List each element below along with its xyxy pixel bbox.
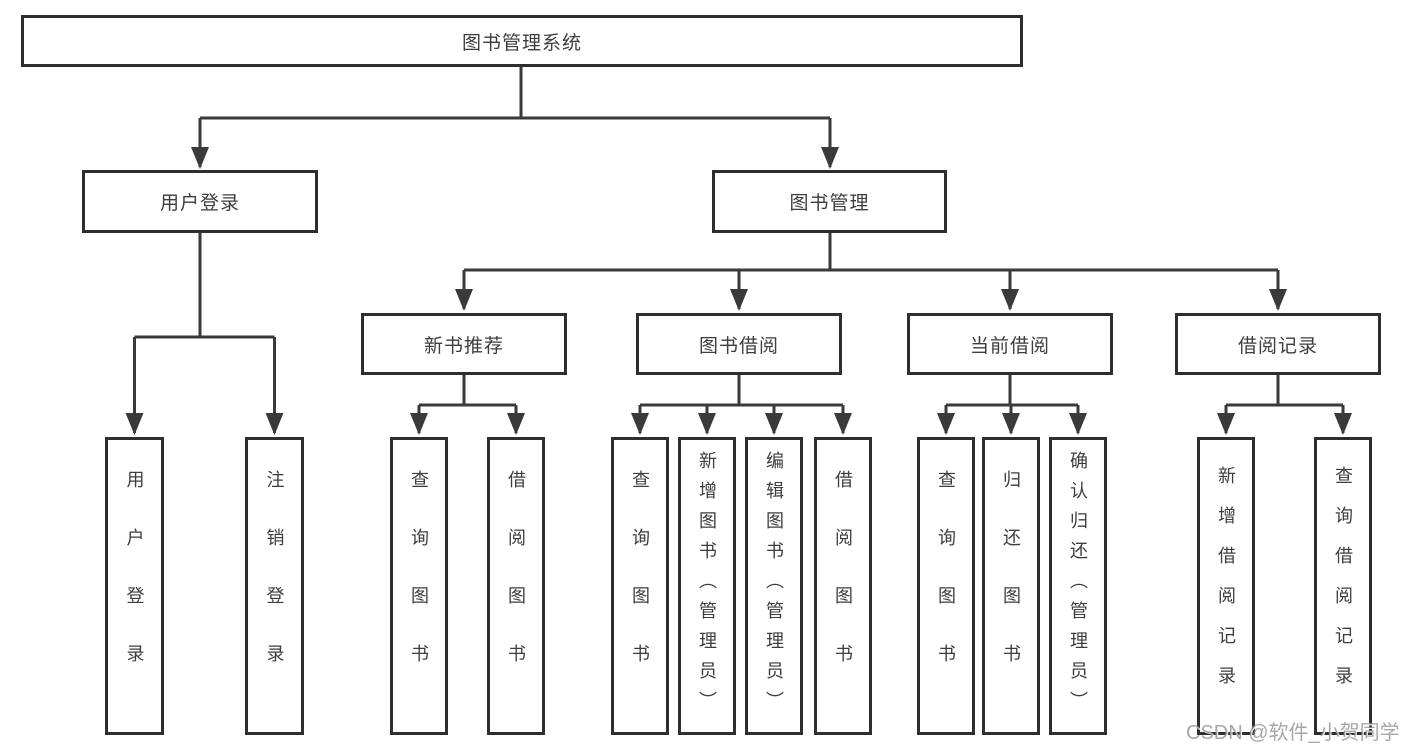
leaf-add-borrow-record: 新增借阅记录 <box>1197 437 1255 735</box>
leaf-confirm-return-admin-label: 确认归还（管理员） <box>1068 451 1088 721</box>
connector-root-split <box>200 67 830 120</box>
leaf-query-books-3-label: 查询图书 <box>936 470 956 702</box>
leaf-logout: 注销登录 <box>245 437 304 735</box>
node-root-label: 图书管理系统 <box>461 32 582 54</box>
leaf-query-books-3: 查询图书 <box>917 437 975 735</box>
leaf-user-login-label: 用户登录 <box>124 470 145 702</box>
connector-book-borrowing-split <box>640 375 843 407</box>
node-user-login-label: 用户登录 <box>159 193 240 214</box>
connector-book-management-split <box>464 233 1278 272</box>
leaf-query-books-2: 查询图书 <box>611 437 669 735</box>
node-book-borrowing-label: 图书借阅 <box>698 335 779 357</box>
leaf-query-borrow-record: 查询借阅记录 <box>1314 437 1372 735</box>
leaf-add-book-admin: 新增图书（管理员） <box>678 437 736 735</box>
leaf-query-books-1: 查询图书 <box>390 437 448 735</box>
node-new-book-recommend-label: 新书推荐 <box>423 335 504 357</box>
node-book-borrowing: 图书借阅 <box>636 313 842 375</box>
node-user-login: 用户登录 <box>82 170 318 233</box>
leaf-confirm-return-admin: 确认归还（管理员） <box>1049 437 1107 735</box>
node-current-borrowing-label: 当前借阅 <box>969 335 1050 357</box>
node-borrow-records: 借阅记录 <box>1175 313 1381 375</box>
leaf-add-borrow-record-label: 新增借阅记录 <box>1216 466 1236 706</box>
node-book-management-label: 图书管理 <box>789 193 870 214</box>
leaf-user-login: 用户登录 <box>105 437 164 735</box>
node-current-borrowing: 当前借阅 <box>907 313 1113 375</box>
leaf-add-book-admin-label: 新增图书（管理员） <box>697 451 717 721</box>
connector-borrow-records-split <box>1226 375 1343 407</box>
leaf-borrow-books-2-label: 借阅图书 <box>833 470 853 702</box>
leaf-query-books-2-label: 查询图书 <box>630 470 650 702</box>
leaf-return-books: 归还图书 <box>982 437 1040 735</box>
leaf-logout-label: 注销登录 <box>264 470 285 702</box>
node-borrow-records-label: 借阅记录 <box>1237 335 1318 357</box>
leaf-return-books-label: 归还图书 <box>1001 470 1021 702</box>
leaf-borrow-books-1-label: 借阅图书 <box>506 470 526 702</box>
connector-current-borrowing-split <box>946 375 1078 407</box>
leaf-borrow-books-2: 借阅图书 <box>814 437 872 735</box>
leaf-query-borrow-record-label: 查询借阅记录 <box>1333 466 1353 706</box>
node-new-book-recommend: 新书推荐 <box>361 313 567 375</box>
connector-new-book-recommend-split <box>419 375 516 407</box>
leaf-borrow-books-1: 借阅图书 <box>487 437 545 735</box>
leaf-edit-book-admin: 编辑图书（管理员） <box>745 437 803 735</box>
node-root: 图书管理系统 <box>21 15 1023 67</box>
leaf-query-books-1-label: 查询图书 <box>409 470 429 702</box>
connector-user-login-split <box>134 233 275 339</box>
node-book-management: 图书管理 <box>712 170 947 233</box>
watermark: CSDN @软件_小贺同学 <box>1186 722 1400 744</box>
leaf-edit-book-admin-label: 编辑图书（管理员） <box>764 451 784 721</box>
